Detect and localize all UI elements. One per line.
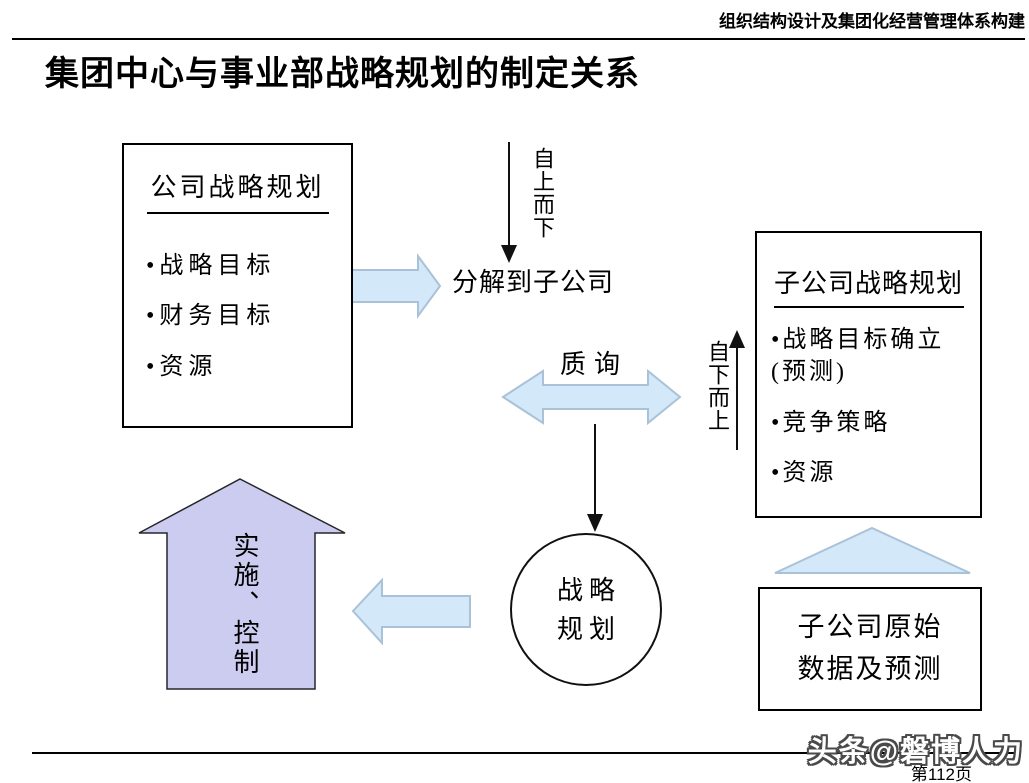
top-down-label: 自上而下 [530,147,555,239]
header-course-title: 组织结构设计及集团化经营管理体系构建 [719,12,1025,31]
subsidiary-strategy-box: 子公司战略规划 •战略目标确立 (预测) •竞争策略 •资源 [755,231,982,518]
plan-connector-arrowhead-icon [587,514,603,532]
corporate-bullet-strategic-goal: •战略目标 [146,253,276,279]
page-number: 第112页 [910,765,972,783]
header-divider [12,38,1025,40]
watermark: 头条@磐博人力 [807,736,1024,768]
left-block-arrow [351,577,471,646]
decompose-label: 分解到子公司 [452,268,615,297]
corporate-bullet-resources: •资源 [146,353,218,380]
corporate-bullet-financial-goal: •财务目标 [146,303,276,330]
corporate-strategy-box: 公司战略规划 •战略目标 •财务目标 •资源 [122,143,353,428]
subsidiary-bullet-resources: •资源 [771,460,837,487]
corporate-box-underline [146,212,329,214]
inquiry-label: 质询 [560,350,629,379]
footer-divider [32,752,1021,754]
raw-data-box: 子公司原始 数据及预测 [758,587,982,711]
top-down-arrowhead-icon [501,245,517,263]
subsidiary-box-underline [773,306,964,308]
strategic-planning-circle: 战略 规划 [510,533,662,686]
triangle-connector [774,526,971,574]
corporate-bullet-list: •战略目标 •财务目标 •资源 [124,250,351,383]
circle-line-1: 战略 [556,575,621,605]
subsidiary-bullet-list: •战略目标确立 (预测) •竞争策略 •资源 [757,324,980,490]
page-title: 集团中心与事业部战略规划的制定关系 [45,55,640,93]
circle-line-2: 规划 [556,614,621,644]
subsidiary-bullet-goal-forecast: •战略目标确立 (预测) [771,327,945,386]
subsidiary-box-title: 子公司战略规划 [773,269,963,298]
implement-control-label: 实施、控制 [230,532,259,677]
subsidiary-bullet-competition: •竞争策略 [771,409,891,436]
bottom-up-label: 自下而上 [705,340,730,432]
raw-data-line-2: 数据及预测 [797,654,943,684]
right-block-arrow [351,252,442,320]
raw-data-line-1: 子公司原始 [797,612,943,643]
corporate-box-title: 公司战略规划 [150,173,325,202]
